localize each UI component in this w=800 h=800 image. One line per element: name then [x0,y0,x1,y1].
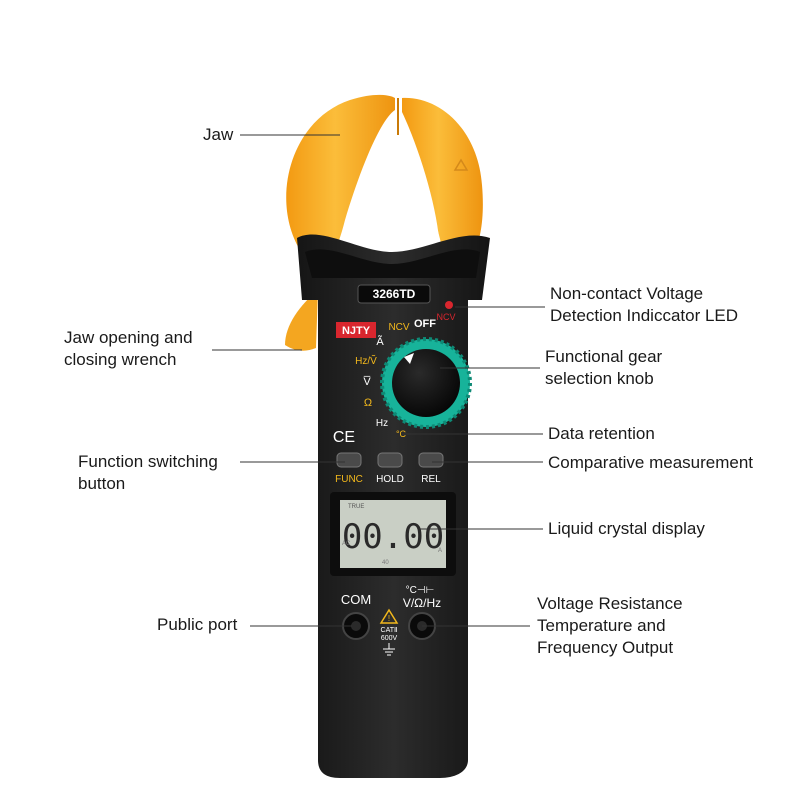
lcd-display: 00.00 TRUE AC A 40 [330,492,456,576]
jaw [286,94,483,262]
hold-label: HOLD [376,474,404,485]
dial-temp: °C [396,429,407,439]
com-callout-text: Public port [157,615,238,634]
com-label: COM [341,592,371,607]
ce-mark: CE [333,429,355,446]
dial-ohm: Ω [364,397,372,409]
output-callout-line1: Voltage Resistance [537,594,683,613]
wrench-callout-line2: closing wrench [64,350,177,369]
vohm-label: V/Ω/Hz [403,596,441,610]
lcd-callout: Liquid crystal display [548,518,705,540]
lcd-small-top: TRUE [348,504,364,510]
output-callout-line3: Frequency Output [537,638,674,657]
brand-label: NJTY [342,325,371,337]
knob-callout-line2: selection knob [545,369,654,388]
ncv-led-label: NCV [436,312,455,322]
func-callout: Function switching button [78,451,218,495]
rel-button[interactable] [418,452,444,468]
jaw-callout: Jaw [203,124,233,146]
rel-callout-text: Comparative measurement [548,453,754,472]
lcd-small-40: 40 [382,560,389,566]
leader-lines [212,134,545,627]
knob-callout-line1: Functional gear [545,347,663,366]
lcd-callout-text: Liquid crystal display [548,519,705,538]
dial-off: OFF [414,318,436,330]
dial-dc-volts: V̅ [363,376,371,388]
lcd-small-a: A [438,548,442,554]
dial-hz: Hz [376,418,388,429]
hold-callout: Data retention [548,423,655,445]
volts-label: 600V [381,635,398,642]
dial-ac-amps: Ã [376,335,384,348]
hold-callout-text: Data retention [548,424,655,443]
output-callout: Voltage Resistance Temperature and Frequ… [537,593,683,659]
func-button[interactable] [336,452,362,468]
model-label: 3266TD [373,287,416,301]
ground-icon [383,643,395,656]
output-callout-line2: Temperature and [537,616,666,635]
dial-ncv: NCV [388,322,409,333]
ncv-callout-line1: Non-contact Voltage [550,284,704,303]
func-callout-line2: button [78,474,126,493]
wrench-callout: Jaw opening and closing wrench [64,327,193,371]
jaw-wrench [285,290,318,351]
svg-text:!: ! [388,614,390,623]
func-label: FUNC [335,474,363,485]
hold-button[interactable] [377,452,403,468]
wrench-callout-line1: Jaw opening and [64,328,193,347]
selection-knob[interactable] [380,337,472,429]
func-callout-line1: Function switching [78,452,218,471]
ncv-callout: Non-contact Voltage Detection Indiccator… [550,283,738,327]
warning-icon [379,608,399,624]
cat-label: CATⅡ [381,627,398,634]
rel-callout: Comparative measurement [548,452,753,474]
lcd-reading: 00.00 [342,517,444,557]
ncv-callout-line2: Detection Indiccator LED [550,306,739,325]
lcd-small-ac: AC [342,541,351,547]
com-callout: Public port [157,614,237,636]
jaw-callout-text: Jaw [203,125,234,144]
temp-port-label: °C⊣⊢ [406,585,435,596]
ncv-led [445,301,453,309]
dial-hz-acv: Hz/Ṽ [355,354,377,367]
knob-callout: Functional gear selection knob [545,346,662,390]
rel-label: REL [421,474,441,485]
